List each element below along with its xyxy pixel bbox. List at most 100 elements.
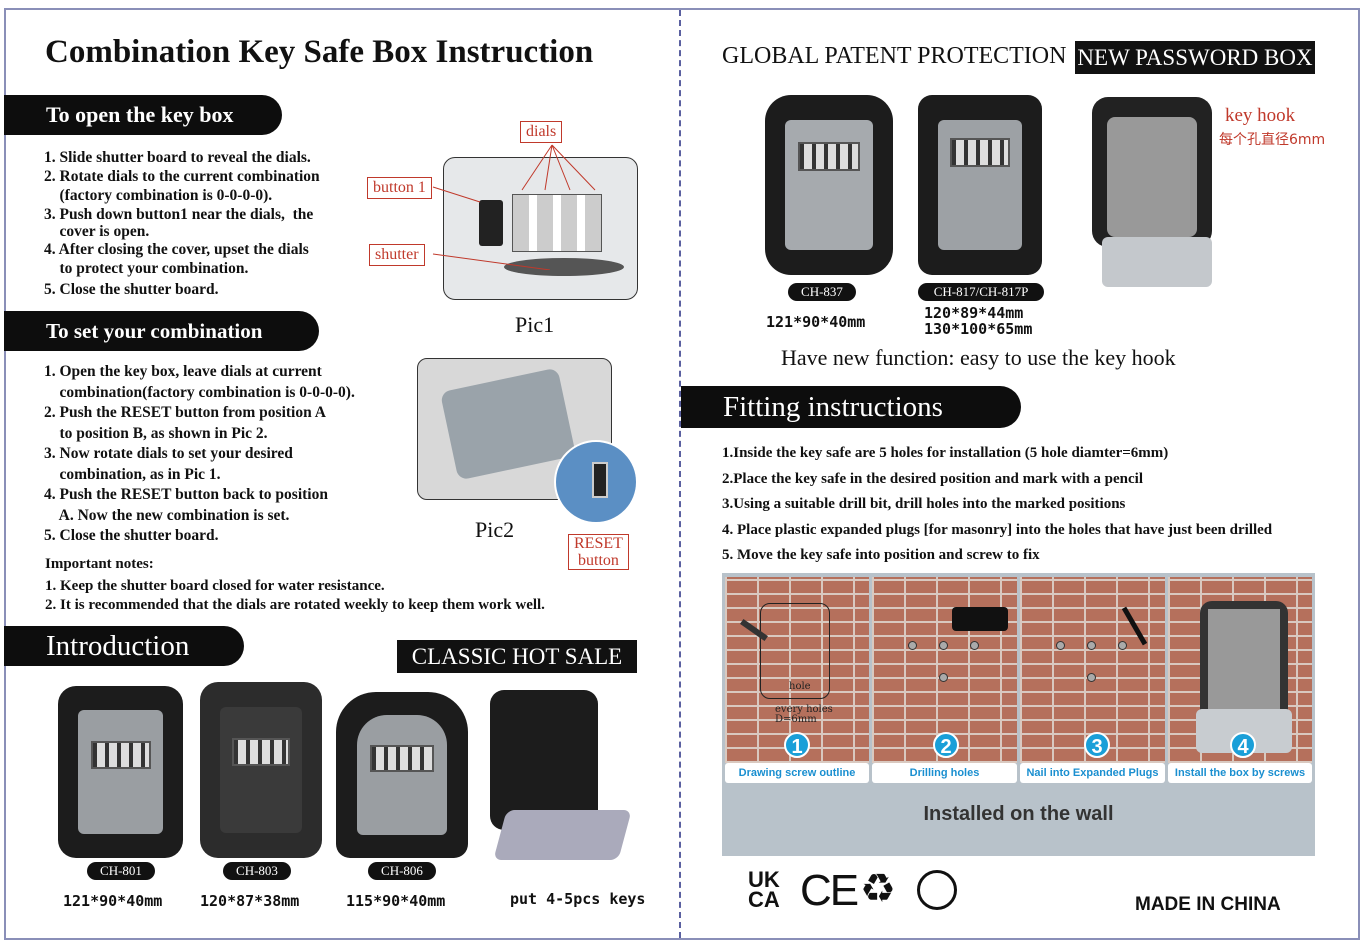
model-tag: CH-806	[368, 862, 436, 880]
reset-detail-circle	[554, 440, 638, 524]
step: 5. Close the shutter board.	[44, 527, 219, 544]
intro-heading: Introduction	[4, 626, 244, 666]
hole-note-line: every holes	[775, 704, 833, 715]
ukca-line: UK	[748, 867, 780, 892]
made-in-china: MADE IN CHINA	[1135, 894, 1281, 915]
step-number: 4	[1230, 732, 1256, 758]
notes-heading: Important notes:	[45, 556, 154, 572]
step-caption: Drilling holes	[872, 763, 1017, 783]
step: 2. Push the RESET button from position A	[44, 404, 326, 421]
step: (factory combination is 0-0-0-0).	[44, 187, 273, 204]
step: 4. After closing the cover, upset the di…	[44, 241, 309, 258]
pic2-caption: Pic2	[475, 517, 515, 542]
step: cover is open.	[44, 223, 150, 240]
recycle-icon: ♻	[860, 866, 896, 912]
button1-graphic	[479, 200, 503, 246]
product-size: put 4-5pcs keys	[510, 890, 646, 908]
product-ch801-image	[58, 686, 183, 858]
notes-list: 1. Keep the shutter board closed for wat…	[45, 577, 545, 615]
step: 3. Now rotate dials to set your desired	[44, 445, 293, 462]
step-number: 3	[1084, 732, 1110, 758]
step: combination(factory combination is 0-0-0…	[44, 383, 355, 401]
product-ch806-image	[336, 692, 468, 858]
reset-label-line: RESET	[574, 535, 623, 552]
classic-hot-sale-badge: CLASSIC HOT SALE	[397, 640, 637, 673]
step: 2. Rotate dials to the current combinati…	[44, 168, 320, 185]
box-lid	[493, 810, 632, 860]
dials-graphic	[512, 194, 602, 252]
step: combination, as in Pic 1.	[44, 465, 221, 483]
step2-wall	[872, 577, 1017, 763]
step: 1.Inside the key safe are 5 holes for in…	[722, 445, 1169, 461]
fitting-steps: 1.Inside the key safe are 5 holes for in…	[722, 441, 1272, 569]
screw-outline	[760, 603, 830, 699]
fitting-heading: Fitting instructions	[681, 386, 1021, 428]
note: 1. Keep the shutter board closed for wat…	[45, 578, 385, 594]
new-function-text: Have new function: easy to use the key h…	[781, 345, 1176, 370]
product-ch817-image	[918, 95, 1042, 275]
hole-label: hole	[789, 681, 811, 692]
step: 1. Open the key box, leave dials at curr…	[44, 363, 322, 380]
patent-heading: GLOBAL PATENT PROTECTION	[722, 43, 1067, 69]
set-steps: 1. Open the key box, leave dials at curr…	[44, 362, 355, 547]
key-hook-label: key hook	[1225, 105, 1296, 126]
note: 2. It is recommended that the dials are …	[45, 597, 545, 613]
model-tag: CH-837	[788, 283, 856, 301]
product-size: 120*89*44mm	[924, 304, 1024, 322]
dials-label: dials	[520, 121, 563, 143]
product-ch837-image	[765, 95, 893, 275]
installed-box	[1196, 601, 1292, 753]
set-heading: To set your combination	[4, 311, 319, 351]
hole-note-line: D=6mm	[775, 714, 817, 725]
open-heading: To open the key box	[4, 95, 282, 135]
model-tag: CH-817/CH-817P	[918, 283, 1044, 301]
step-caption: Nail into Expanded Plugs	[1020, 763, 1165, 783]
step: 4. Place plastic expanded plugs [for mas…	[722, 521, 1273, 538]
product-size: 120*87*38mm	[200, 892, 300, 910]
pic1-image	[443, 157, 638, 300]
callout-lines	[432, 144, 596, 270]
product-size: 121*90*40mm	[63, 892, 163, 910]
box-back	[490, 690, 598, 830]
step: A. Now the new combination is set.	[44, 506, 290, 524]
step: 1. Slide shutter board to reveal the dia…	[44, 149, 311, 166]
step: 3. Push down button1 near the dials, the	[44, 206, 314, 223]
step: to protect your combination.	[44, 260, 249, 277]
hammer-icon	[1121, 606, 1148, 646]
product-ch803-image	[200, 682, 322, 858]
shutter-graphic	[504, 258, 624, 276]
step: 3.Using a suitable drill bit, drill hole…	[722, 496, 1126, 512]
product-key-hook-image	[1092, 97, 1217, 292]
step3-wall	[1020, 577, 1165, 763]
product-open-keys-image	[490, 690, 632, 865]
open-steps: 1. Slide shutter board to reveal the dia…	[44, 148, 320, 299]
product-size: 115*90*40mm	[346, 892, 446, 910]
page-frame	[4, 8, 1360, 940]
pic1-caption: Pic1	[515, 312, 555, 337]
step: to position B, as shown in Pic 2.	[44, 424, 268, 442]
box-inside	[1107, 117, 1197, 237]
step-caption: Install the box by screws	[1168, 763, 1312, 783]
shutter-label: shutter	[369, 244, 425, 266]
product-size: 130*100*65mm	[924, 320, 1033, 338]
step: 5. Close the shutter board.	[44, 281, 219, 298]
button1-label: button 1	[367, 177, 432, 199]
fold-line	[679, 10, 681, 938]
step-number: 2	[933, 732, 959, 758]
step-number: 1	[784, 732, 810, 758]
step: 4. Push the RESET button back to positio…	[44, 486, 328, 503]
model-tag: CH-803	[223, 862, 291, 880]
step: 5. Move the key safe into position and s…	[722, 547, 1040, 563]
pic2-image	[417, 358, 612, 500]
product-size: 121*90*40mm	[766, 313, 866, 331]
new-password-box-badge: NEW PASSWORD BOX	[1075, 41, 1315, 74]
page-title: Combination Key Safe Box Instruction	[45, 34, 594, 70]
model-tag: CH-801	[87, 862, 155, 880]
step4-wall	[1168, 577, 1312, 763]
step-caption: Drawing screw outline	[725, 763, 869, 783]
hole-diameter-note: 每个孔直径6mm	[1219, 132, 1326, 148]
